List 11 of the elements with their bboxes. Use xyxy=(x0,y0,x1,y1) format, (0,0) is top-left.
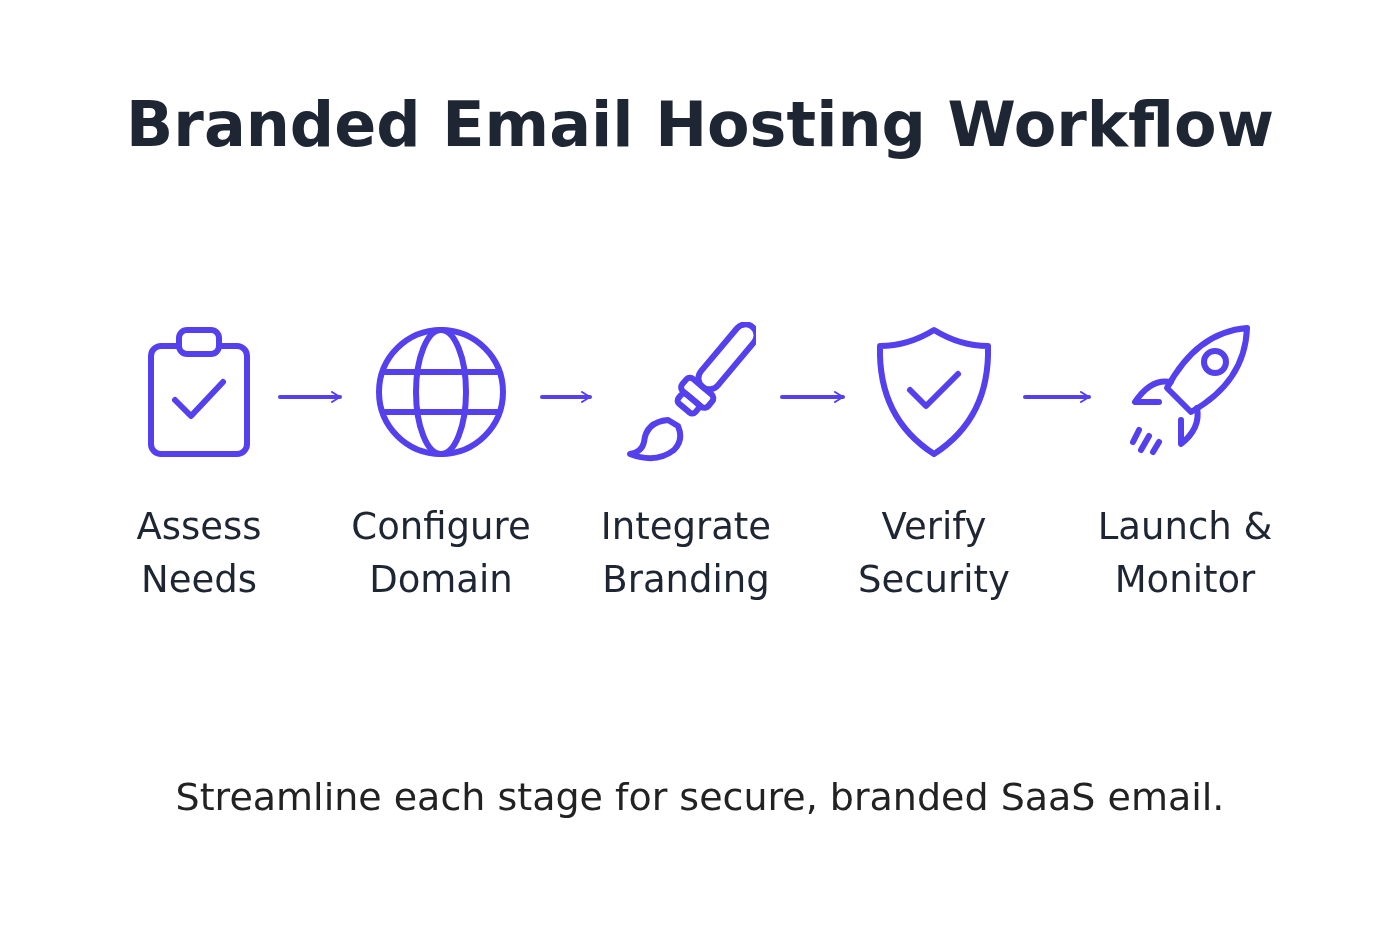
arrow xyxy=(540,391,592,403)
arrow xyxy=(278,391,342,403)
step-label: Configure Domain xyxy=(350,504,532,603)
step-label: Integrate Branding xyxy=(599,504,773,603)
arrow xyxy=(780,391,845,403)
title: Branded Email Hosting Workflow xyxy=(126,88,1274,161)
arrow xyxy=(1023,391,1091,403)
caption: Streamline each stage for secure, branded SaaS email. xyxy=(175,775,1225,819)
step-label: Assess Needs xyxy=(135,504,263,603)
step-label: Verify Security xyxy=(857,504,1011,603)
step-label: Launch & Monitor xyxy=(1096,504,1274,603)
